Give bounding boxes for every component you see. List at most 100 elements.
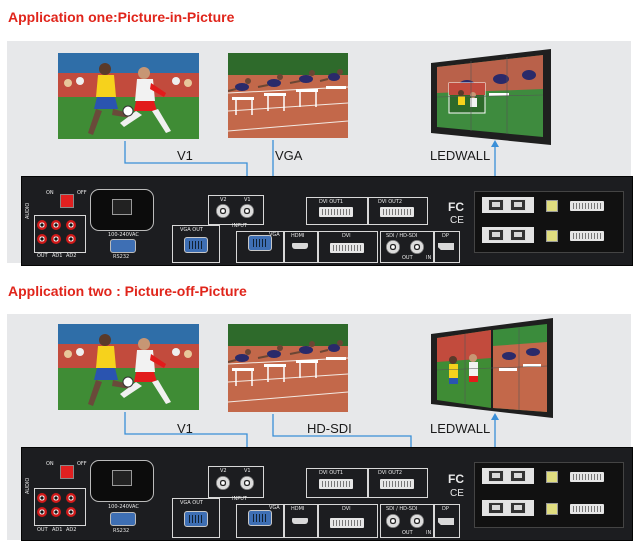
diagram-panel-2: V1 HD-SDI LEDWALL AUDIO ON OFF OUT AD1 A… [7, 314, 631, 540]
power-off-label: OFF [77, 190, 87, 196]
ethernet-port[interactable] [488, 199, 504, 211]
audio-jack[interactable] [37, 234, 47, 244]
audio-jack[interactable] [51, 493, 61, 503]
ce-mark: CE [450, 215, 464, 226]
ethernet-port[interactable] [488, 470, 504, 482]
sdi-out-bnc-port[interactable] [386, 240, 400, 254]
sdi-out-bnc-port[interactable] [386, 514, 400, 528]
power-on-label: ON [46, 461, 54, 467]
diagram-panel-1: V1 VGA LEDWALL AUDIO ON OFF OUT AD1 AD2 [7, 41, 631, 263]
v2-bnc-port[interactable] [216, 476, 230, 490]
audio-ad1-label: AD1 [52, 253, 62, 259]
dvi-in-port[interactable] [330, 518, 364, 528]
audio-jack[interactable] [37, 220, 47, 230]
v1-bnc-port[interactable] [240, 476, 254, 490]
card-dvi-port[interactable] [570, 504, 604, 514]
input-label: INPUT [232, 496, 247, 502]
vga-out-port[interactable] [184, 237, 208, 253]
rs232-label: RS232 [113, 528, 129, 534]
v1-bnc-port[interactable] [240, 204, 254, 218]
power-rating-label: 100-240VAC [108, 232, 139, 238]
section-1-title: Application one:Picture-in-Picture [8, 9, 234, 25]
fcc-mark: FC [448, 200, 464, 214]
dvi-out1-label: DVI OUT1 [319, 470, 343, 476]
processor-rear-panel: AUDIO ON OFF OUT AD1 AD2 100-240VAC RS23… [21, 176, 633, 266]
audio-label: AUDIO [25, 478, 31, 494]
processor-rear-panel: AUDIO ON OFF OUT AD1 AD2 100-240VAC RS23… [21, 447, 633, 541]
audio-jack[interactable] [51, 507, 61, 517]
dvi-in-port[interactable] [330, 243, 364, 253]
rs232-port[interactable] [110, 512, 136, 526]
audio-label: AUDIO [25, 203, 31, 219]
audio-ad2-label: AD2 [66, 527, 76, 533]
dvi-out1-port[interactable] [319, 207, 353, 217]
dvi-out2-label: DVI OUT2 [378, 470, 402, 476]
dvi-in-label: DVI [342, 233, 351, 239]
power-switch[interactable] [60, 194, 74, 208]
dvi-in-label: DVI [342, 506, 351, 512]
card-dvi-port[interactable] [570, 472, 604, 482]
audio-jack[interactable] [51, 220, 61, 230]
sdi-in-label: IN [426, 255, 431, 261]
vga-in-label: VGA [269, 232, 280, 238]
hdmi-port[interactable] [292, 243, 308, 249]
rs232-label: RS232 [113, 254, 129, 260]
vga-in-port[interactable] [248, 510, 272, 526]
usb-port[interactable] [546, 503, 558, 515]
dvi-out2-port[interactable] [380, 479, 414, 489]
ethernet-port[interactable] [488, 229, 504, 241]
dvi-out2-label: DVI OUT2 [378, 199, 402, 205]
hdmi-label: HDMI [291, 233, 304, 239]
audio-ad2-label: AD2 [66, 253, 76, 259]
audio-jack[interactable] [66, 507, 76, 517]
audio-jack[interactable] [51, 234, 61, 244]
section-2-title: Application two : Picture-off-Picture [8, 283, 247, 299]
power-socket-pins [112, 470, 132, 486]
power-socket-pins [112, 199, 132, 215]
ethernet-port[interactable] [510, 229, 526, 241]
audio-jack[interactable] [66, 234, 76, 244]
power-on-label: ON [46, 190, 54, 196]
audio-jack[interactable] [66, 493, 76, 503]
fcc-mark: FC [448, 472, 464, 486]
hdmi-port[interactable] [292, 518, 308, 524]
vga-out-port[interactable] [184, 511, 208, 527]
sdi-out-label: OUT [402, 530, 413, 536]
audio-jack[interactable] [37, 493, 47, 503]
audio-ad1-label: AD1 [52, 527, 62, 533]
vga-out-label: VGA OUT [180, 227, 203, 233]
v2-label: V2 [220, 197, 227, 203]
dp-port[interactable] [438, 243, 454, 250]
dvi-out1-label: DVI OUT1 [319, 199, 343, 205]
v1-label: V1 [244, 468, 251, 474]
usb-port[interactable] [546, 200, 558, 212]
audio-out-label: OUT [37, 253, 48, 259]
dp-port[interactable] [438, 518, 454, 525]
sdi-in-bnc-port[interactable] [410, 240, 424, 254]
dvi-out1-port[interactable] [319, 479, 353, 489]
v2-bnc-port[interactable] [216, 204, 230, 218]
dvi-out2-port[interactable] [380, 207, 414, 217]
ethernet-port[interactable] [488, 502, 504, 514]
power-switch[interactable] [60, 465, 74, 479]
card-dvi-port[interactable] [570, 201, 604, 211]
vga-out-label: VGA OUT [180, 500, 203, 506]
sdi-label: SDI / HD-SDI [386, 506, 417, 512]
ethernet-port[interactable] [510, 470, 526, 482]
usb-port[interactable] [546, 230, 558, 242]
ethernet-port[interactable] [510, 199, 526, 211]
card-dvi-port[interactable] [570, 231, 604, 241]
ethernet-port[interactable] [510, 502, 526, 514]
audio-jack[interactable] [37, 507, 47, 517]
hdmi-label: HDMI [291, 506, 304, 512]
usb-port[interactable] [546, 471, 558, 483]
sdi-label: SDI / HD-SDI [386, 233, 417, 239]
ce-mark: CE [450, 488, 464, 499]
rs232-port[interactable] [110, 239, 136, 253]
v1-label: V1 [244, 197, 251, 203]
sdi-in-label: IN [426, 530, 431, 536]
audio-jack[interactable] [66, 220, 76, 230]
input-label: INPUT [232, 223, 247, 229]
v2-label: V2 [220, 468, 227, 474]
sdi-in-bnc-port[interactable] [410, 514, 424, 528]
